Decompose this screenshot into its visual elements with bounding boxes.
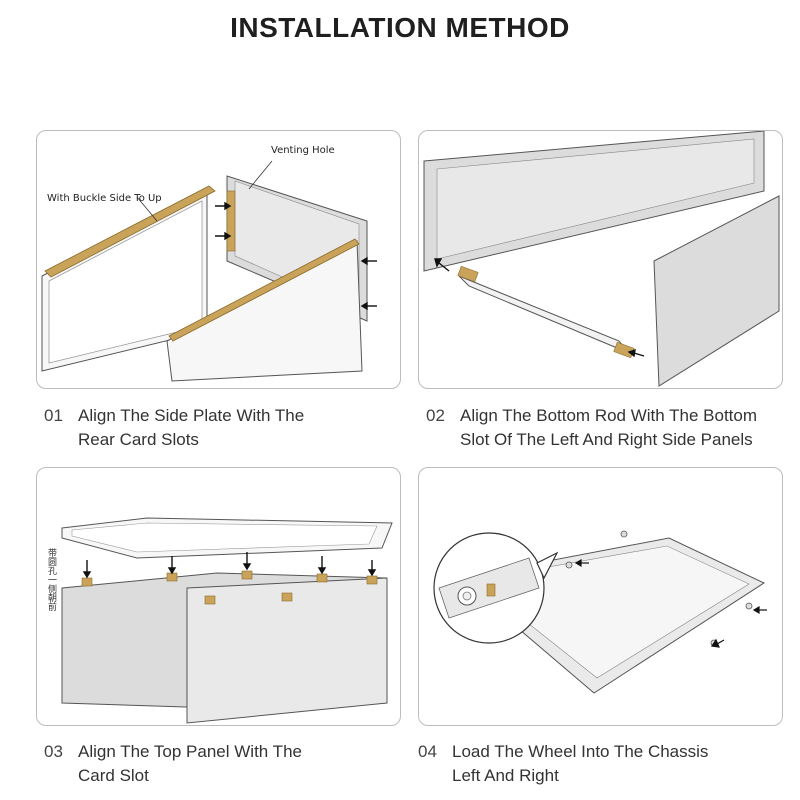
step-4-caption: 04 Load The Wheel Into The Chassis Left … — [418, 740, 708, 788]
step-number: 02 — [426, 406, 445, 425]
step-number: 03 — [44, 742, 63, 761]
step-number: 01 — [44, 406, 63, 425]
step-1-caption: 01 Align The Side Plate With The Rear Ca… — [44, 404, 304, 452]
illustration-step-4 — [418, 467, 783, 726]
illustration-step-3 — [36, 467, 401, 726]
page-title: INSTALLATION METHOD — [230, 12, 570, 43]
step-text: Align The Top Panel With The Card Slot — [78, 742, 302, 785]
step-number: 04 — [418, 742, 437, 761]
buckle-side-label: With Buckle Side To Up — [47, 193, 162, 204]
illustration-step-1: Venting Hole With Buckle Side To Up — [36, 130, 401, 389]
venting-hole-label: Venting Hole — [271, 145, 335, 156]
step-text: Align The Side Plate With The Rear Card … — [78, 406, 305, 449]
vertical-note: 带圆孔一侧朝前 — [47, 548, 57, 611]
step-2-caption: 02 Align The Bottom Rod With The Bottom … — [426, 404, 757, 452]
step-text: Align The Bottom Rod With The Bottom Slo… — [460, 406, 758, 449]
illustration-step-2 — [418, 130, 783, 389]
step-text: Load The Wheel Into The Chassis Left And… — [452, 742, 709, 785]
step-3-caption: 03 Align The Top Panel With The Card Slo… — [44, 740, 302, 788]
